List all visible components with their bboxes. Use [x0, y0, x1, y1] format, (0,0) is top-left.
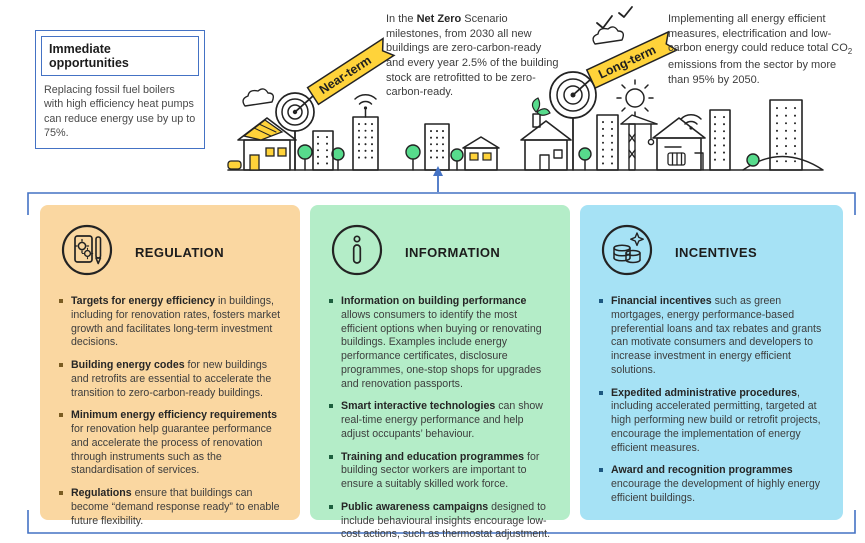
net-zero-text-bold: Net Zero — [416, 13, 462, 25]
list-item: Financial incentives such as green mortg… — [599, 295, 826, 378]
green-house-icon — [520, 97, 572, 171]
bullet-marker — [329, 454, 333, 459]
cloud-icon — [592, 26, 625, 45]
list-item: Award and recognition programmes encoura… — [599, 464, 826, 505]
list-item: Training and education programmes for bu… — [329, 451, 553, 492]
pipe-icon — [694, 152, 704, 171]
near-term-dartboard-icon — [275, 92, 315, 171]
cloud-icon — [242, 88, 275, 107]
crane-icon — [620, 114, 658, 171]
bullet-marker — [329, 404, 333, 409]
incentives-panel: INCENTIVES Financial incentives such as … — [580, 205, 843, 520]
bullet-marker — [59, 413, 63, 418]
immediate-opportunities-body: Replacing fossil fuel boilers with high … — [44, 84, 196, 139]
bullet-marker — [59, 363, 63, 368]
bird-icon — [618, 6, 633, 18]
list-item: Smart interactive technologies can show … — [329, 400, 553, 441]
smart-house-icon — [652, 114, 706, 171]
apartment-building-icon — [424, 123, 450, 171]
antenna-building-icon — [352, 93, 379, 171]
co2-subscript: 2 — [847, 47, 853, 57]
wifi-icon — [684, 120, 698, 125]
incentives-title: INCENTIVES — [675, 245, 758, 260]
bullet-marker — [599, 299, 603, 303]
co2-text-pre: Implementing all energy efficient measur… — [668, 13, 848, 55]
regulation-panel: REGULATION Targets for energy efficiency… — [40, 205, 300, 527]
co2-text-post: emissions from the sector by more than 9… — [668, 59, 837, 86]
tree-icon — [578, 147, 592, 171]
list-item: Targets for energy efficiency in buildin… — [59, 295, 283, 350]
apartment-building-icon — [312, 130, 334, 171]
bullet-marker — [329, 299, 333, 303]
net-zero-text-pre: In the — [386, 13, 417, 25]
long-term-banner: Long-term — [585, 30, 679, 90]
tree-icon — [297, 144, 313, 171]
bullet-marker — [599, 390, 603, 395]
info-icon — [329, 222, 385, 283]
apartment-building-icon — [709, 109, 731, 171]
list-item: Expedited administrative procedures, inc… — [599, 387, 826, 456]
long-term-dartboard-icon — [549, 71, 597, 171]
tree-icon — [450, 148, 464, 171]
list-item: Minimum energy efficiency requirements f… — [59, 409, 283, 478]
near-term-banner: Near-term — [306, 37, 396, 106]
small-house-icon — [462, 136, 500, 171]
apartment-building-icon — [769, 99, 803, 171]
hedge-icon — [227, 160, 242, 170]
sun-icon — [616, 79, 654, 117]
immediate-opportunities-title: Immediate opportunities — [41, 36, 199, 76]
net-zero-milestones-text: In the Net Zero Scenario milestones, fro… — [386, 12, 560, 100]
bush-icon — [746, 153, 760, 167]
city-skyline-illustration: Near-term — [227, 6, 824, 171]
bullet-marker — [59, 299, 63, 303]
bird-icon — [596, 15, 613, 29]
tree-icon — [405, 144, 421, 171]
incentives-bullet-list: Financial incentives such as green mortg… — [597, 295, 826, 506]
immediate-opportunities-box: Immediate opportunities Replacing fossil… — [35, 30, 205, 149]
list-item: Information on building performance allo… — [329, 295, 553, 391]
tree-icon — [331, 147, 345, 171]
information-title: INFORMATION — [405, 245, 501, 260]
co2-reduction-text: Implementing all energy efficient measur… — [668, 12, 860, 87]
regulation-title: REGULATION — [135, 245, 224, 260]
wifi-icon — [358, 100, 373, 105]
near-term-banner-label: Near-term — [317, 53, 374, 97]
list-item: Building energy codes for new buildings … — [59, 359, 283, 400]
document-gears-pencil-icon — [59, 222, 115, 283]
apartment-building-icon — [596, 114, 619, 171]
list-item: Public awareness campaigns designed to i… — [329, 501, 553, 542]
list-item: Regulations ensure that buildings can be… — [59, 487, 283, 528]
information-bullet-list: Information on building performance allo… — [327, 295, 553, 542]
regulation-bullet-list: Targets for energy efficiency in buildin… — [57, 295, 283, 528]
net-zero-text-post: Scenario milestones, from 2030 all new b… — [386, 13, 559, 99]
radiator-icon — [667, 152, 686, 166]
bullet-marker — [329, 504, 333, 509]
wifi-icon — [354, 93, 377, 100]
bullet-marker — [59, 491, 63, 496]
solar-house-icon — [237, 117, 297, 171]
coins-star-icon — [599, 222, 655, 283]
information-panel: INFORMATION Information on building perf… — [310, 205, 570, 540]
wifi-icon — [680, 114, 702, 120]
bullet-marker — [599, 468, 603, 473]
